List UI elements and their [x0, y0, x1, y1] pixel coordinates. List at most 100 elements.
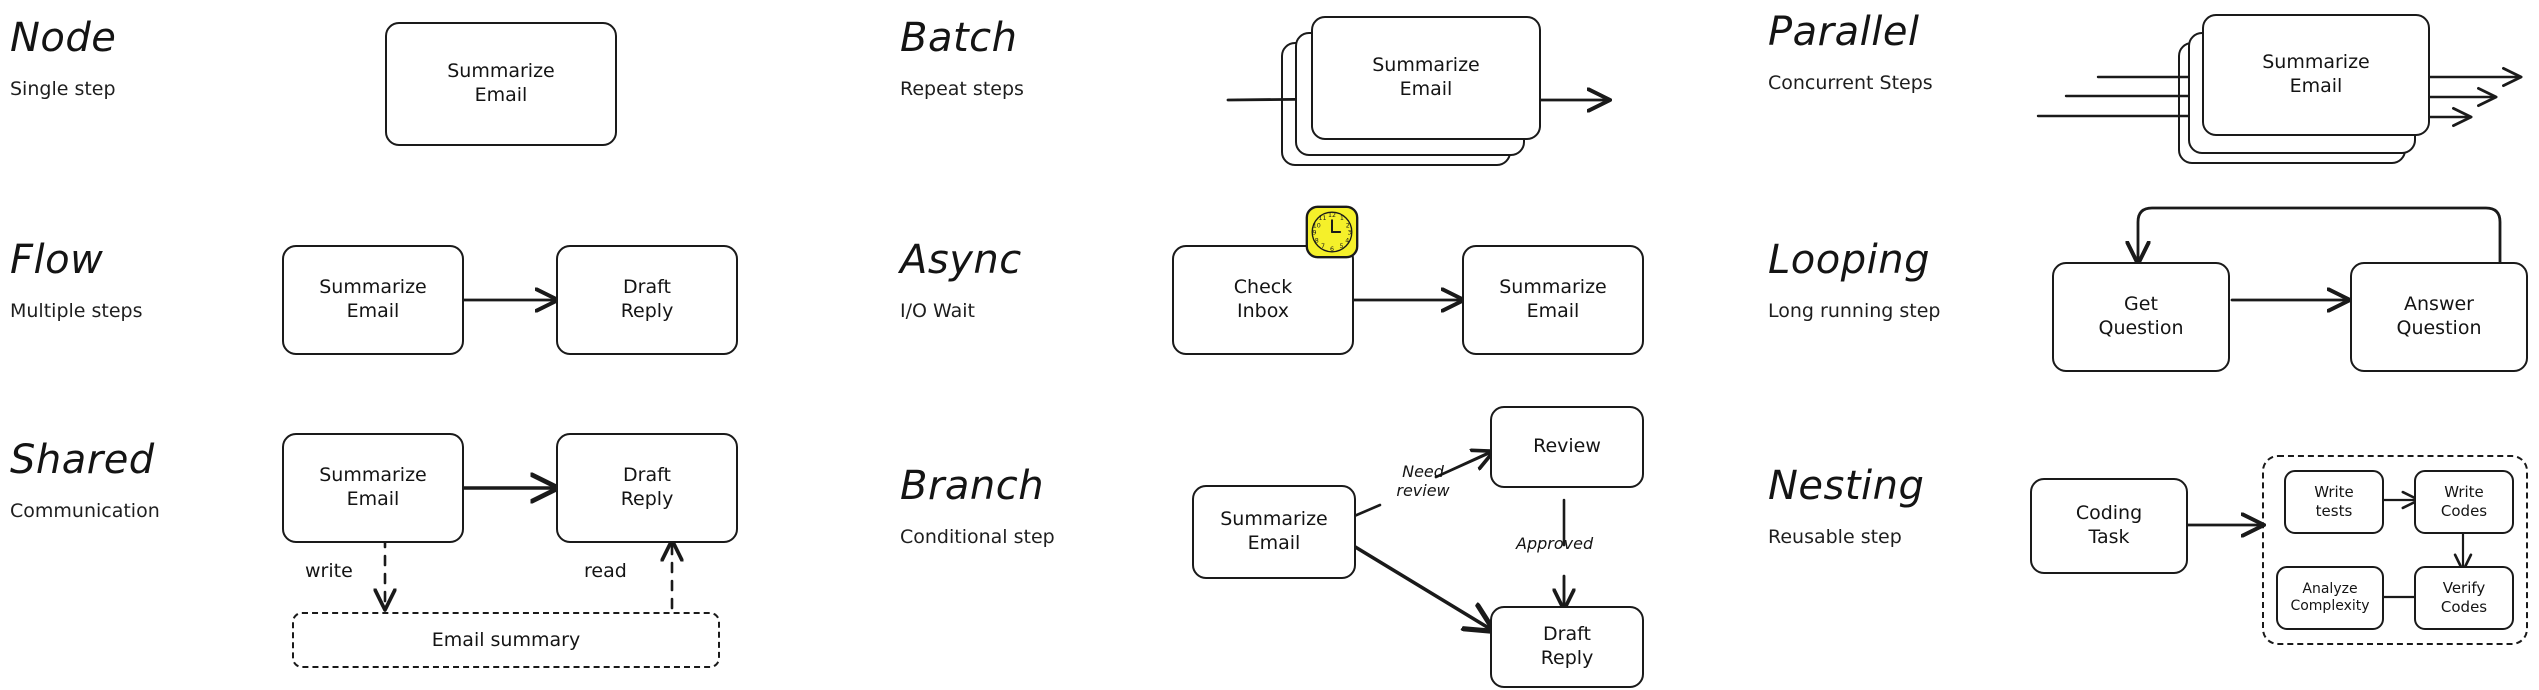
store-label: Email summary	[431, 629, 581, 651]
shared-node-summarize-email[interactable]: Summarize Email	[282, 433, 464, 543]
flow-node-draft-reply[interactable]: Draft Reply	[556, 245, 738, 355]
pattern-title: Async	[900, 237, 1022, 283]
svg-text:1: 1	[1340, 215, 1344, 222]
node-line-1: Verify	[2442, 579, 2486, 598]
looping-node-get-question[interactable]: Get Question	[2052, 262, 2230, 372]
svg-text:2: 2	[1346, 223, 1350, 230]
node-line-1: Write	[2314, 483, 2354, 502]
node-line-2: Email	[1399, 78, 1453, 100]
node-line-2: Question	[2098, 317, 2184, 339]
shared-node-draft-reply[interactable]: Draft Reply	[556, 433, 738, 543]
pattern-title: Parallel	[1768, 9, 1920, 55]
flow-node-summarize-email[interactable]: Summarize Email	[282, 245, 464, 355]
svg-text:6: 6	[1330, 246, 1334, 253]
shared-edge-label-write: write	[305, 560, 353, 582]
node-line-2: Task	[2088, 526, 2130, 548]
pattern-subtitle: Repeat steps	[900, 78, 1024, 100]
node-line-1: Coding	[2075, 502, 2143, 525]
node-line-2: tests	[2315, 502, 2353, 520]
svg-text:12: 12	[1328, 212, 1336, 219]
pattern-label-looping: Looping Long running step	[1768, 240, 1940, 321]
nesting-node-analyze-complexity[interactable]: Analyze Complexity	[2276, 566, 2384, 630]
node-line-2: Email	[1247, 532, 1301, 554]
node-line-1: Summarize	[319, 276, 427, 299]
pattern-label-flow: Flow Multiple steps	[10, 240, 143, 321]
pattern-label-shared: Shared Communication	[10, 440, 160, 521]
async-node-summarize-email[interactable]: Summarize Email	[1462, 245, 1644, 355]
svg-text:7: 7	[1321, 243, 1325, 250]
pattern-subtitle: Communication	[10, 500, 160, 522]
node-line-2: Reply	[620, 300, 674, 322]
svg-text:9: 9	[1312, 230, 1316, 237]
node-line-2: Email	[1526, 300, 1580, 322]
pattern-subtitle: Conditional step	[900, 526, 1055, 548]
pattern-label-parallel: Parallel Concurrent Steps	[1768, 12, 1933, 93]
node-line-1: Summarize	[1499, 276, 1607, 299]
node-line-2: Email	[474, 84, 528, 106]
pattern-label-batch: Batch Repeat steps	[900, 18, 1024, 99]
svg-text:10: 10	[1313, 223, 1321, 230]
pattern-title: Branch	[900, 463, 1045, 509]
batch-node-summarize-email[interactable]: Summarize Email	[1311, 16, 1541, 140]
parallel-node-summarize-email[interactable]: Summarize Email	[2202, 14, 2430, 136]
node-line-2: Complexity	[2290, 598, 2370, 614]
node-line-2: Codes	[2440, 502, 2488, 520]
node-line-1: Summarize	[1372, 54, 1480, 77]
node-line-2: Reply	[620, 488, 674, 510]
node-line-2: Question	[2396, 317, 2482, 339]
branch-node-summarize-email[interactable]: Summarize Email	[1192, 485, 1356, 579]
svg-text:8: 8	[1315, 237, 1319, 244]
pattern-subtitle: Concurrent Steps	[1768, 72, 1933, 94]
nesting-node-write-codes[interactable]: Write Codes	[2414, 470, 2514, 534]
pattern-title: Node	[10, 15, 117, 61]
branch-node-draft-reply[interactable]: Draft Reply	[1490, 606, 1644, 688]
node-summarize-email[interactable]: Summarize Email	[385, 22, 617, 146]
node-line-2: Reply	[1540, 647, 1594, 669]
node-line-1: Summarize	[319, 464, 427, 487]
node-line-1: Review	[1533, 435, 1601, 458]
pattern-title: Batch	[900, 15, 1018, 61]
node-line-2: Email	[346, 488, 400, 510]
clock-icon: 12 1 2 3 4 5 6 7 8 9 10 11	[1305, 205, 1359, 259]
pattern-title: Nesting	[1768, 463, 1925, 509]
node-line-1: Draft	[1543, 623, 1591, 646]
node-line-1: Summarize	[447, 60, 555, 83]
pattern-subtitle: Long running step	[1768, 300, 1941, 322]
svg-text:4: 4	[1345, 237, 1349, 244]
node-line-1: Get	[2124, 293, 2158, 316]
node-line-1: Answer	[2404, 293, 2474, 316]
nesting-node-coding-task[interactable]: Coding Task	[2030, 478, 2188, 574]
svg-text:3: 3	[1348, 230, 1352, 237]
branch-edge-label-need-review: Need review	[1378, 462, 1468, 500]
svg-text:11: 11	[1319, 215, 1327, 222]
node-line-2: Inbox	[1236, 300, 1289, 322]
shared-edge-label-read: read	[584, 560, 627, 582]
pattern-label-branch: Branch Conditional step	[900, 466, 1055, 547]
pattern-label-async: Async I/O Wait	[900, 240, 1022, 321]
need-review-line-2: review	[1396, 481, 1450, 501]
nesting-node-verify-codes[interactable]: Verify Codes	[2414, 566, 2514, 630]
node-line-2: Codes	[2440, 598, 2488, 616]
pattern-title: Shared	[10, 437, 155, 483]
pattern-label-nesting: Nesting Reusable step	[1768, 466, 1924, 547]
nesting-node-write-tests[interactable]: Write tests	[2284, 470, 2384, 534]
async-node-check-inbox[interactable]: Check Inbox	[1172, 245, 1354, 355]
pattern-subtitle: Reusable step	[1768, 526, 1902, 548]
shared-store-email-summary[interactable]: Email summary	[292, 612, 720, 668]
looping-node-answer-question[interactable]: Answer Question	[2350, 262, 2528, 372]
node-line-1: Draft	[623, 464, 671, 487]
svg-text:5: 5	[1339, 243, 1343, 250]
node-line-1: Analyze	[2302, 580, 2358, 597]
branch-node-review[interactable]: Review	[1490, 406, 1644, 488]
pattern-subtitle: Single step	[10, 78, 116, 100]
node-line-1: Check	[1233, 276, 1293, 299]
branch-edge-label-approved: Approved	[1516, 534, 1594, 553]
pattern-title: Looping	[1768, 237, 1930, 283]
node-line-1: Summarize	[1220, 508, 1328, 531]
pattern-title: Flow	[10, 237, 104, 283]
pattern-label-node: Node Single step	[10, 18, 116, 99]
node-line-1: Summarize	[2262, 51, 2370, 74]
node-line-1: Write	[2444, 483, 2484, 502]
pattern-subtitle: I/O Wait	[900, 300, 975, 322]
